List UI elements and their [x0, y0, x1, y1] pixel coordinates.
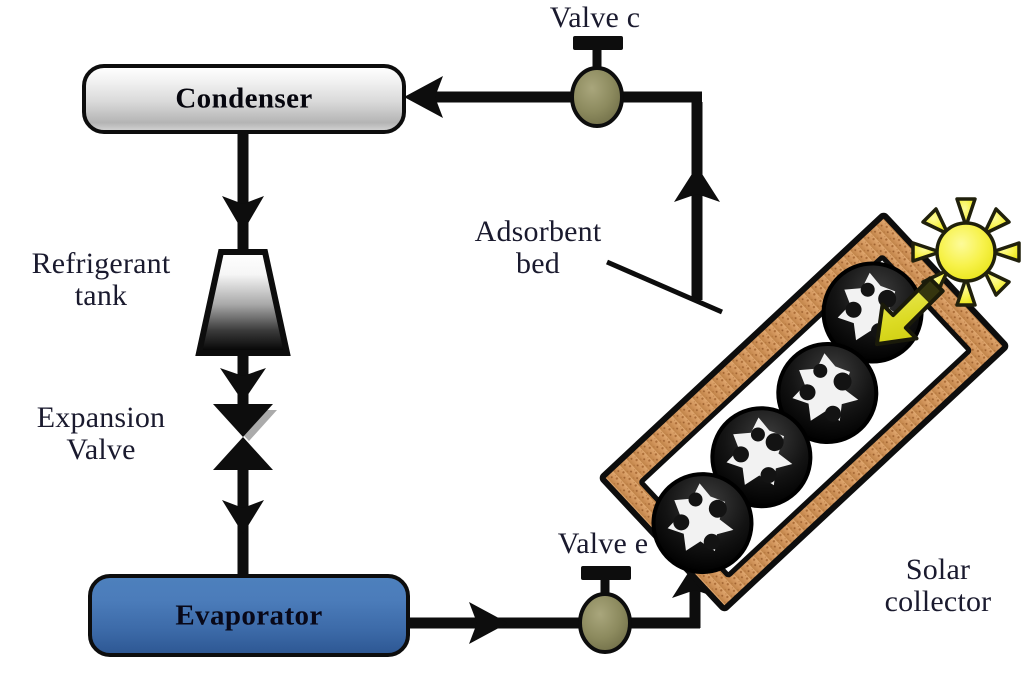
radiation-arrow-icon — [874, 276, 945, 347]
refrigerant-tank-shape — [195, 249, 291, 356]
refrigerant-tank-label: Refrigerant tank — [31, 247, 171, 312]
valve-c-label: Valve c — [549, 1, 641, 34]
expansion-valve-label: Expansion Valve — [36, 401, 166, 466]
sun-icon — [911, 197, 1021, 307]
condenser-component[interactable]: Condenser — [82, 64, 406, 134]
expansion-valve-shape — [213, 404, 277, 470]
valve-e-label: Valve e — [557, 527, 649, 560]
adsorbent-bed-leader-line — [606, 259, 723, 315]
expansion-valve-to-evaporator-arrow — [222, 500, 264, 534]
condenser-to-tank-arrow — [222, 196, 264, 232]
valve-c-handle[interactable] — [573, 36, 623, 50]
adsorbent-bed-label: Adsorbent bed — [474, 215, 602, 280]
condenser-label: Condenser — [175, 82, 313, 115]
adsorbent-tubes — [651, 261, 924, 575]
condenser-inlet-arrow — [404, 76, 443, 118]
valve-e-handle[interactable] — [581, 566, 631, 580]
evaporator-label: Evaporator — [175, 599, 323, 631]
tank-to-expansion-valve-arrow — [220, 368, 266, 402]
solar-collector-label: Solar collector — [884, 553, 992, 618]
evaporator-outlet-arrow — [469, 602, 508, 644]
evaporator-component[interactable]: Evaporator — [88, 574, 410, 657]
collector-outlet-arrow — [674, 166, 720, 202]
